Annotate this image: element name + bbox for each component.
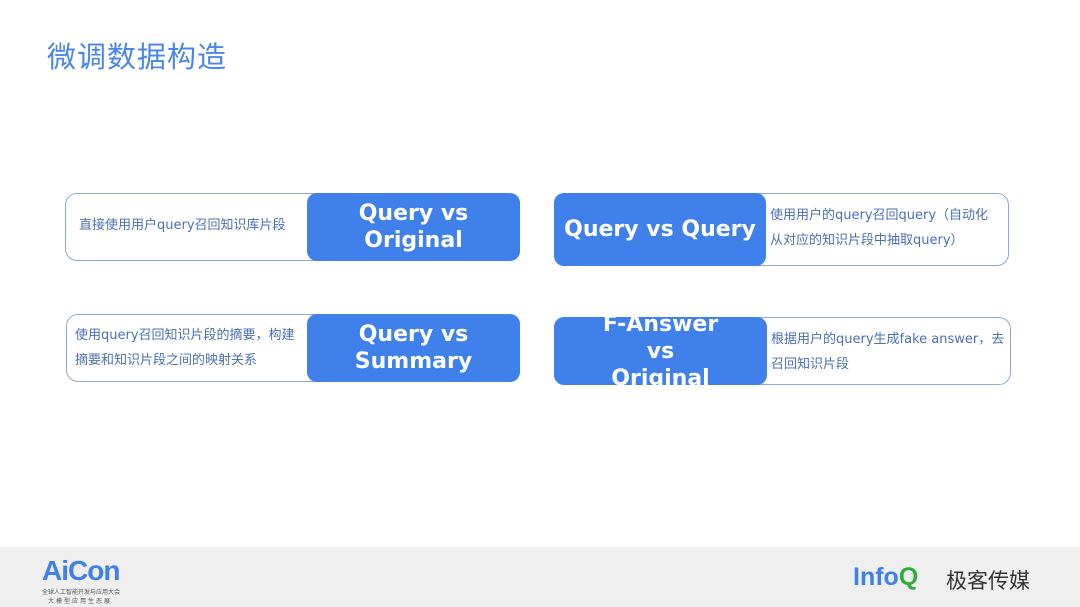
geek-media-logo-text: 极客传媒: [946, 569, 1030, 593]
card-f-answer-vs-original: F-Answer vs Original 根据用户的query生成fake an…: [554, 312, 1011, 391]
card-label: Query vs Original: [307, 193, 520, 261]
card-label: Query vs Summary: [307, 314, 520, 382]
card-query-vs-query: Query vs Query 使用用户的query召回query（自动化从对应的…: [554, 193, 1009, 266]
card-query-vs-original: 直接使用用户query召回知识库片段 Query vs Original: [65, 193, 520, 261]
card-label: Query vs Query: [554, 193, 766, 266]
page-title: 微调数据构造: [47, 40, 228, 74]
aicon-logo: AiCon: [42, 555, 120, 586]
card-label: F-Answer vs Original: [554, 312, 767, 391]
card-query-vs-summary: 使用query召回知识片段的摘要，构建摘要和知识片段之间的映射关系 Query …: [66, 314, 520, 382]
footer: AiCon 全球人工智能开发与应用大会 大模型应用生态展 InfoQ 极客传媒: [0, 547, 1080, 607]
infoq-logo: InfoQ: [853, 563, 919, 591]
aicon-subtitle: 全球人工智能开发与应用大会: [42, 589, 121, 596]
card-description: 根据用户的query生成fake answer，去召回知识片段: [771, 332, 1005, 372]
card-description: 直接使用用户query召回知识库片段: [79, 218, 286, 233]
aicon-subtitle-2: 大模型应用生态展: [48, 598, 113, 605]
card-description: 使用用户的query召回query（自动化从对应的知识片段中抽取query）: [770, 208, 989, 248]
card-description: 使用query召回知识片段的摘要，构建摘要和知识片段之间的映射关系: [75, 328, 295, 368]
